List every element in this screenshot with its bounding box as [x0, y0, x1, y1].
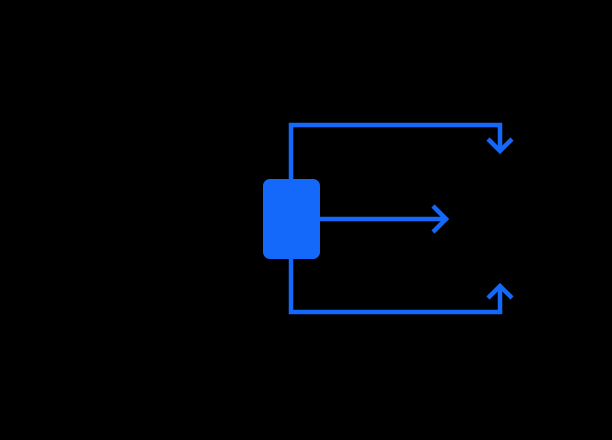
- chevron-up-icon: [486, 282, 514, 300]
- chevron-down-icon: [486, 137, 514, 155]
- bottom-loop-arrow: [288, 259, 514, 315]
- top-loop-arrow: [288, 122, 514, 179]
- chevron-right-icon: [431, 204, 450, 234]
- straight-arrow: [320, 204, 450, 234]
- top-loop-connector: [288, 122, 503, 179]
- bottom-loop-connector: [288, 259, 503, 315]
- process-node: [263, 179, 320, 259]
